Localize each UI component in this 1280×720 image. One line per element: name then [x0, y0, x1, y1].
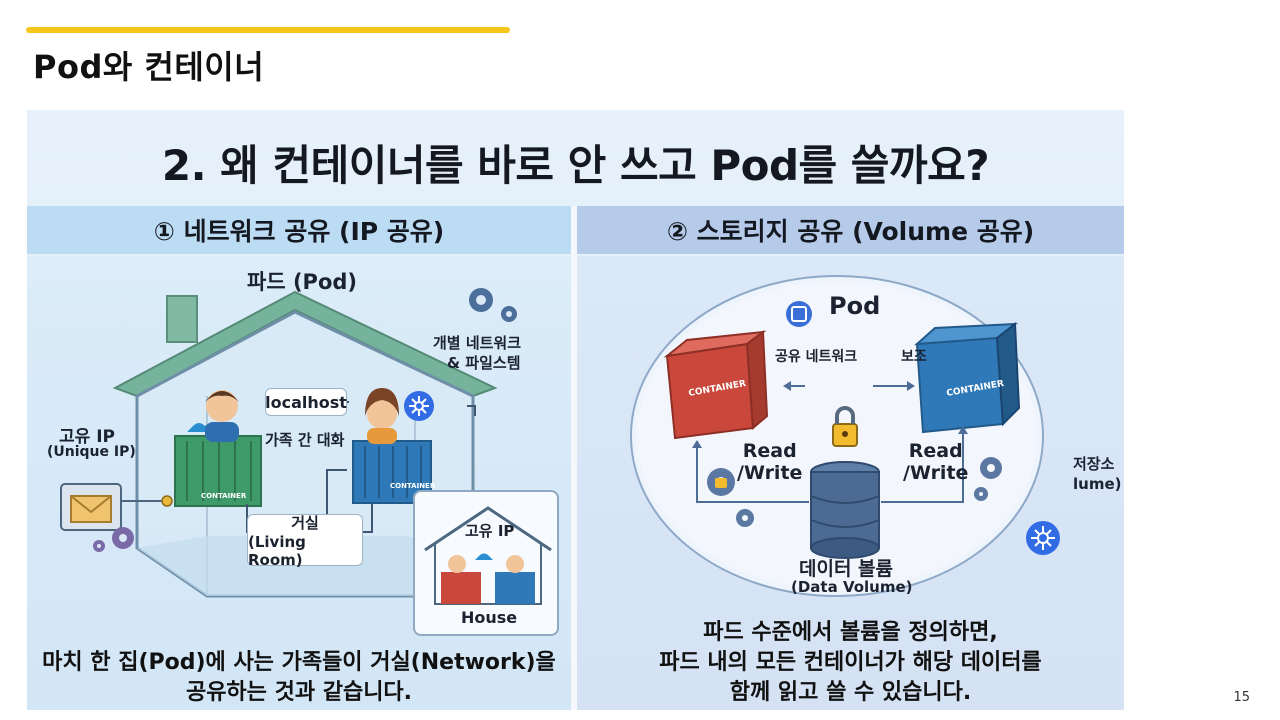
network-caption-line-2: 공유하는 것과 같습니다.: [185, 680, 413, 705]
protect-label: 보조: [901, 349, 927, 365]
storage-line-2: lume): [1073, 475, 1122, 493]
storage-caption-line-3: 함께 읽고 쓸 수 있습니다.: [729, 680, 972, 705]
pod-label-right: Pod: [829, 292, 881, 320]
data-volume-label: 데이터 볼륨: [799, 558, 894, 580]
network-sharing-panel: 파드 (Pod) CONTAINER: [27, 256, 571, 710]
storage-label: 저장소 lume): [1073, 454, 1121, 494]
storage-caption-line-1: 파드 수준에서 볼륨을 정의하면,: [703, 620, 998, 645]
pod-label: 파드 (Pod): [247, 270, 357, 294]
read-right-line: Read: [908, 440, 963, 462]
accent-bar: [26, 27, 510, 33]
house-illustration: CONTAINER CONTAINER: [60, 288, 517, 598]
green-container-label: CONTAINER: [201, 492, 247, 500]
localhost-label: localhost: [265, 388, 347, 416]
family-talk-label: 가족 간 대화: [265, 431, 345, 449]
infographic: 2. 왜 컨테이너를 바로 안 쓰고 Pod를 쓸까요? ① 네트워크 공유 (…: [27, 110, 1124, 710]
panel-divider: [571, 206, 577, 710]
separate-network-label: 개별 네트워크: [433, 334, 522, 352]
small-house-icon: [424, 506, 552, 605]
house-label: House: [461, 608, 518, 627]
storage-sharing-header: ② 스토리지 공유 (Volume 공유): [577, 206, 1124, 254]
storage-caption-line-2: 파드 내의 모든 컨테이너가 해당 데이터를: [659, 650, 1042, 675]
write-left-line: /Write: [737, 462, 803, 484]
read-write-right-label: Read /Write: [903, 440, 968, 484]
data-volume-en-label: (Data Volume): [791, 578, 913, 596]
living-room-box: 거실 (Living Room): [247, 513, 363, 569]
shared-network-label: 공유 네트워크: [775, 349, 858, 365]
network-caption-line-1: 마치 한 집(Pod)에 사는 가족들이 거실(Network)을: [42, 650, 556, 675]
read-left-line: Read: [742, 440, 797, 462]
house-inset: 고유 IP House: [413, 490, 559, 636]
slide-title: Pod와 컨테이너: [33, 48, 265, 86]
read-write-left-label: Read /Write: [737, 440, 802, 484]
house-ip-label: 고유 IP: [465, 522, 515, 540]
storage-sharing-panel: CONTAINER CONTAINER: [577, 256, 1124, 710]
living-room-label: 거실: [291, 513, 319, 532]
living-room-en-label: (Living Room): [248, 532, 306, 569]
blue-container-label: CONTAINER: [390, 482, 436, 490]
separate-filesystem-label: & 파일스템: [447, 354, 521, 372]
storage-line-1: 저장소: [1073, 455, 1115, 473]
unique-ip-en-label: (Unique IP): [47, 444, 136, 460]
network-sharing-header: ① 네트워크 공유 (IP 공유): [27, 206, 571, 254]
pod-bubble-illustration: CONTAINER CONTAINER: [630, 275, 1060, 597]
write-right-line: /Write: [903, 462, 969, 484]
unique-ip-label: 고유 IP: [59, 427, 115, 447]
infographic-title: 2. 왜 컨테이너를 바로 안 쓰고 Pod를 쓸까요?: [161, 141, 990, 190]
page-number: 15: [1233, 690, 1250, 705]
